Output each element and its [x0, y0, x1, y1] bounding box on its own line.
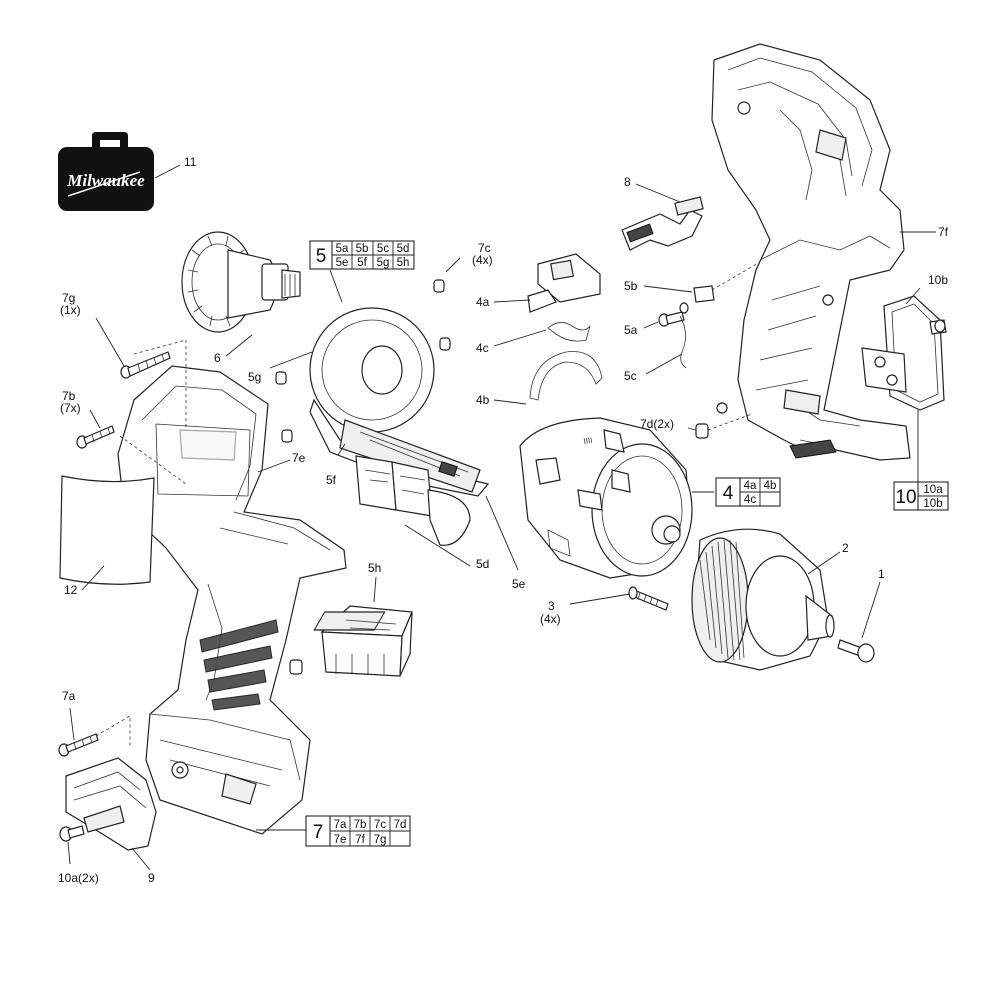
kit-5-cell: 5b: [356, 243, 369, 255]
callout-6: 6: [214, 351, 221, 365]
housing-pin-parts: [695, 423, 709, 439]
kit-5-cell: 5g: [377, 257, 390, 269]
brush-holder-part: [621, 196, 704, 251]
callout-5d: 5d: [476, 557, 489, 571]
led-bracket-part: [693, 285, 715, 303]
callout-7g: 7g: [62, 291, 75, 305]
kit-7-cell: 7g: [374, 834, 387, 846]
callout-5e: 5e: [512, 577, 526, 591]
kit-7-number: 7: [313, 822, 324, 843]
callout-7c: 7c: [478, 241, 491, 255]
callout-8: 8: [624, 175, 631, 189]
callout-2: 2: [842, 541, 849, 555]
chuck-screw-part: [837, 639, 875, 663]
kit-4-cell: 4b: [764, 480, 777, 492]
screw-7b-part: [76, 425, 115, 449]
shift-ring-part: [529, 351, 603, 401]
led-screw-part: [658, 302, 689, 327]
callout-10b: 10b: [928, 273, 948, 287]
callout-5a: 5a: [624, 323, 638, 337]
callout-7a: 7a: [62, 689, 76, 703]
svg-text:IIII: IIII: [583, 436, 593, 446]
kit-5-cell: 5f: [357, 257, 367, 269]
callout-7e: 7e: [292, 451, 306, 465]
screw-7g-part: [120, 351, 171, 379]
left-housing-part: [117, 365, 347, 835]
kit-7-cell: 7c: [374, 819, 386, 831]
kit-4-table: 4 4a 4b 4c: [715, 477, 781, 507]
kit-5-cell: 5c: [377, 243, 389, 255]
belt-clip-plate-part: [861, 295, 945, 411]
callout-3: 3: [548, 599, 555, 613]
kit-10-cell: 10a: [923, 484, 943, 496]
callout-7g-qty: (1x): [60, 303, 81, 317]
screw-7a-part: [58, 733, 99, 757]
electronics-assembly-part: [309, 307, 490, 546]
gearbox-part: IIII: [519, 417, 693, 579]
kit-4-cell: 4c: [744, 494, 756, 506]
bit-holder-part: [65, 757, 157, 851]
callout-4b: 4b: [476, 393, 490, 407]
kit-7-cell: 7a: [334, 819, 347, 831]
kit-7-cell: 7e: [334, 834, 347, 846]
kit-7-cell: 7f: [355, 834, 365, 846]
callout-1: 1: [878, 567, 885, 581]
callout-9: 9: [148, 871, 155, 885]
case-icon: Milwaukee: [58, 132, 154, 211]
label-sticker-part: [59, 475, 155, 585]
kit-7-cell: 7b: [354, 819, 367, 831]
kit-5-cell: 5h: [397, 257, 410, 269]
kit-5-cell: 5d: [397, 243, 410, 255]
kit-4-number: 4: [723, 483, 734, 504]
motor-part: [181, 231, 301, 333]
callout-4a: 4a: [476, 295, 490, 309]
callout-5c: 5c: [624, 369, 637, 383]
screw-10a-part: [59, 825, 85, 842]
gearbox-screw-part: [628, 586, 669, 611]
callout-5h: 5h: [368, 561, 381, 575]
kit-10-cell: 10b: [923, 498, 942, 510]
callout-7b-qty: (7x): [60, 401, 81, 415]
callout-5b: 5b: [624, 279, 638, 293]
logo-text: Milwaukee: [66, 171, 145, 190]
callout-7b: 7b: [62, 389, 76, 403]
callout-7d: 7d(2x): [640, 417, 674, 431]
kit-5-cell: 5e: [336, 257, 349, 269]
callout-4c: 4c: [476, 341, 489, 355]
chuck-part: [691, 528, 835, 671]
shift-knob-part: [527, 253, 601, 313]
kit-10-table: 10 10a 10b: [893, 481, 949, 511]
kit-10-number: 10: [895, 487, 916, 508]
kit-7-table: 7 7a 7b 7c 7d 7e 7f 7g: [305, 815, 411, 847]
belt-clip-screw-part: [929, 319, 947, 335]
kit-4-cell: 4a: [744, 480, 757, 492]
callout-12: 12: [64, 583, 78, 597]
pin-parts: [275, 279, 451, 675]
kit-7-cell: 7d: [394, 819, 407, 831]
switch-module-part: [313, 605, 413, 677]
callout-3-qty: (4x): [540, 612, 561, 626]
led-wire-part: [679, 261, 761, 369]
kit-5-table: 5 5a 5b 5c 5d 5e 5f 5g 5h: [309, 240, 415, 270]
kit-5-cell: 5a: [336, 243, 349, 255]
callout-7c-qty: (4x): [472, 253, 493, 267]
callout-7f: 7f: [938, 225, 949, 239]
spring-part: [547, 322, 591, 342]
callout-11: 11: [184, 155, 197, 169]
callout-5g: 5g: [248, 370, 261, 384]
callout-5f: 5f: [326, 473, 337, 487]
kit-5-number: 5: [316, 246, 327, 267]
right-housing-part: [711, 43, 911, 461]
callout-10a: 10a(2x): [58, 871, 99, 885]
